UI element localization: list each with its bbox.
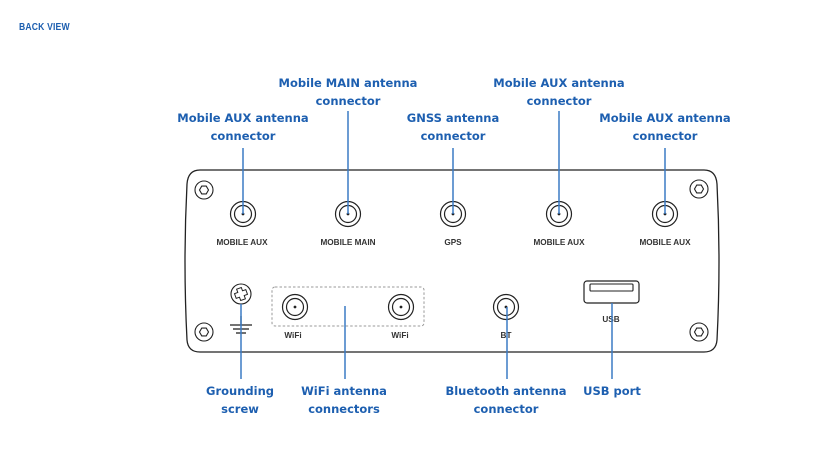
callout-line2: connector [473,401,539,416]
callout-line2: screw [221,401,259,416]
callout-bluetooth-antenna: Bluetooth antenna connector [445,383,566,418]
callout-line2: connector [632,128,698,143]
callout-line2: connector [526,93,592,108]
callout-line1: GNSS antenna [406,111,500,125]
corner-screw-icon [194,180,214,200]
callout-line1: Mobile AUX antenna [177,111,309,125]
wifi-group-outline [271,286,425,327]
panel-label-mobile-aux: MOBILE AUX [639,238,691,247]
callout-grounding-screw: Grounding screw [206,383,274,418]
callout-mobile-aux-antenna-left: Mobile AUX antenna connector [177,110,308,145]
callout-line2: connectors [308,401,380,416]
leader-lines-bottom [240,303,613,379]
panel-label-mobile-aux: MOBILE AUX [533,238,585,247]
panel-label-gps: GPS [444,238,462,247]
callout-line1: Grounding [206,384,274,398]
callout-line1: USB port [583,384,641,398]
corner-screw-icon [689,179,709,199]
callout-mobile-aux-antenna-right: Mobile AUX antenna connector [599,110,730,145]
grounding-screw-icon [230,283,252,305]
device-enclosure [184,169,720,353]
corner-screw-icon [689,322,709,342]
wifi-connector-icon [281,293,309,321]
callout-wifi-antenna-connectors: WiFi antenna connectors [301,383,387,418]
panel-label-mobile-main: MOBILE MAIN [320,238,375,247]
callout-line1: Mobile MAIN antenna [278,76,418,90]
panel-label-wifi: WiFi [391,331,408,340]
callout-line1: Mobile AUX antenna [599,111,731,125]
panel-label-mobile-aux: MOBILE AUX [216,238,268,247]
panel-label-usb: USB [602,315,619,324]
callout-line1: WiFi antenna [301,384,387,398]
callout-mobile-main-antenna: Mobile MAIN antenna connector [279,75,418,110]
section-title: BACK VIEW [19,21,70,33]
usb-port-icon [583,280,640,304]
callout-line1: Mobile AUX antenna [493,76,625,90]
leader-lines-top [242,111,666,214]
corner-screw-icon [194,322,214,342]
panel-label-wifi: WiFi [284,331,301,340]
callout-line2: connector [420,128,486,143]
callout-line2: connector [315,93,381,108]
callout-line2: connector [210,128,276,143]
wifi-connector-icon [387,293,415,321]
panel-label-bt: BT [501,331,512,340]
callout-usb-port: USB port [583,383,641,401]
callout-line1: Bluetooth antenna [445,384,567,398]
bluetooth-connector-icon [492,293,520,321]
callout-mobile-aux-antenna-middle: Mobile AUX antenna connector [493,75,624,110]
callout-gnss-antenna: GNSS antenna connector [407,110,500,145]
